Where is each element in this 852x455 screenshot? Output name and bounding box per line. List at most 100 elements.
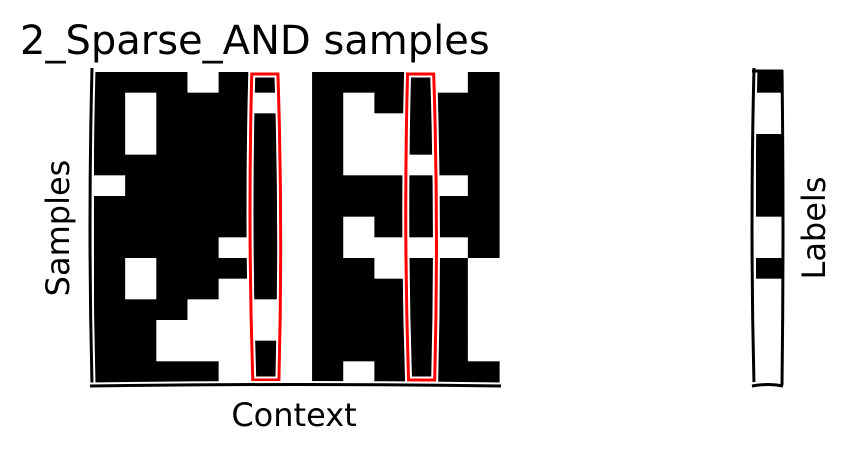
highlight-box	[248, 72, 283, 382]
main-cell	[436, 237, 469, 259]
labels-cell	[756, 154, 782, 176]
main-cell	[343, 216, 375, 238]
main-cell	[374, 340, 407, 362]
main-cell	[343, 134, 375, 156]
main-cell	[125, 320, 157, 342]
main-cell	[156, 299, 189, 321]
main-cell	[187, 134, 220, 156]
main-cell	[405, 278, 438, 300]
labels-cell	[756, 175, 782, 197]
main-cell	[187, 361, 220, 383]
main-cell	[312, 299, 344, 321]
main-cell	[343, 258, 375, 280]
main-cell	[187, 175, 220, 197]
main-cell	[280, 196, 313, 218]
main-cell	[94, 92, 126, 114]
main-cell	[374, 154, 407, 176]
main-cell	[312, 258, 344, 280]
main-cell	[125, 340, 157, 362]
highlight-boxes	[246, 70, 440, 384]
main-cell	[94, 216, 126, 238]
main-cell	[125, 237, 157, 259]
main-cell	[343, 278, 375, 300]
main-cell	[156, 175, 189, 197]
main-cell	[374, 72, 407, 94]
main-cell	[156, 340, 189, 362]
main-cell	[125, 299, 157, 321]
labels-cell	[756, 134, 782, 156]
main-cell	[436, 340, 469, 362]
labels-cell	[756, 113, 782, 135]
main-cell	[467, 258, 500, 280]
main-cell	[280, 175, 313, 197]
main-cell	[156, 278, 189, 300]
main-cell	[280, 113, 313, 135]
labels-cell	[756, 361, 782, 383]
main-cell	[374, 320, 407, 342]
main-cell	[436, 175, 469, 197]
main-cell	[343, 72, 375, 94]
main-cell	[436, 154, 469, 176]
main-cell	[343, 196, 375, 218]
main-cell	[374, 258, 407, 280]
main-cell	[467, 175, 500, 197]
main-cell	[187, 278, 220, 300]
main-cell	[280, 216, 313, 238]
main-cell	[312, 113, 344, 135]
main-cell	[343, 237, 375, 259]
main-cell	[467, 154, 500, 176]
main-cell	[405, 113, 438, 135]
main-cell	[218, 278, 251, 300]
main-cell	[436, 196, 469, 218]
main-cell	[405, 216, 438, 238]
main-cell	[94, 237, 126, 259]
labels-spine-bottom	[751, 383, 784, 388]
main-cell	[405, 237, 438, 259]
main-cell	[436, 216, 469, 238]
main-cell	[94, 361, 126, 383]
main-cell	[312, 278, 344, 300]
main-cell	[467, 320, 500, 342]
main-cell	[187, 72, 220, 94]
main-cell	[187, 299, 220, 321]
main-cell	[467, 92, 500, 114]
main-cell	[156, 237, 189, 259]
main-cell	[467, 299, 500, 321]
main-cell	[156, 196, 189, 218]
main-cell	[156, 154, 189, 176]
main-cell	[280, 361, 313, 383]
main-cell	[312, 134, 344, 156]
main-cell	[374, 175, 407, 197]
main-cell	[280, 340, 313, 362]
main-cell	[125, 175, 157, 197]
main-cell	[312, 361, 344, 383]
main-spine-left	[88, 67, 94, 385]
main-cell	[187, 340, 220, 362]
main-cell	[343, 320, 375, 342]
main-cell	[125, 92, 157, 114]
main-cell	[249, 134, 282, 156]
main-cell	[467, 278, 500, 300]
main-cell	[280, 92, 313, 114]
main-cell	[280, 134, 313, 156]
main-cell	[94, 258, 126, 280]
main-cell	[374, 361, 407, 383]
main-cell	[94, 340, 126, 362]
main-cell	[125, 113, 157, 135]
main-cell	[125, 258, 157, 280]
main-cell	[94, 196, 126, 218]
main-cell	[374, 113, 407, 135]
main-cell	[156, 320, 189, 342]
x-axis-label: Context	[231, 396, 356, 434]
labels-spine-right	[780, 69, 785, 386]
main-cell	[467, 216, 500, 238]
main-cell	[187, 237, 220, 259]
main-cell	[343, 361, 375, 383]
main-cell	[312, 216, 344, 238]
main-cell	[187, 92, 220, 114]
labels-cell	[756, 72, 782, 94]
main-cell	[156, 216, 189, 238]
main-cell	[218, 72, 251, 94]
main-cell	[280, 154, 313, 176]
main-cell	[156, 258, 189, 280]
